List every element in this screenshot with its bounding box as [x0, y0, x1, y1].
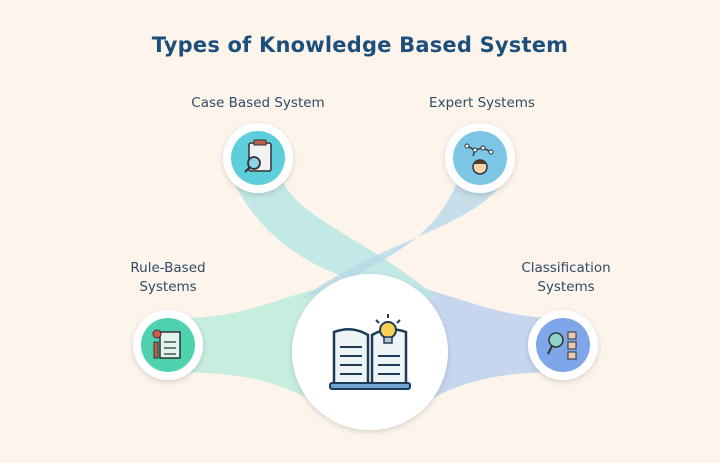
classification-tree-icon	[547, 331, 577, 360]
connector-case	[235, 180, 440, 300]
rules-document-icon	[152, 329, 181, 359]
connector-rule	[170, 285, 340, 420]
clipboard-magnifier-icon	[244, 139, 272, 173]
connector-expert	[300, 180, 505, 300]
label-expert: Expert Systems	[429, 95, 535, 111]
label-class-line1: Classification	[521, 260, 611, 276]
label-case-based: Case Based System	[191, 95, 325, 111]
open-book-lightbulb-icon	[329, 314, 411, 390]
page-title: Types of Knowledge Based System	[151, 33, 569, 57]
expert-network-head-icon	[464, 143, 494, 175]
label-rule-based: Rule-Based Systems	[78, 259, 258, 297]
node-classification[interactable]	[528, 310, 598, 380]
center-node	[292, 274, 448, 430]
label-classification: Classification Systems	[476, 259, 656, 297]
label-rule-line1: Rule-Based	[130, 260, 206, 276]
node-case-based[interactable]	[223, 123, 293, 193]
node-expert[interactable]	[445, 123, 515, 193]
label-class-line2: Systems	[537, 279, 595, 295]
label-rule-line2: Systems	[139, 279, 197, 295]
node-rule-based[interactable]	[133, 310, 203, 380]
